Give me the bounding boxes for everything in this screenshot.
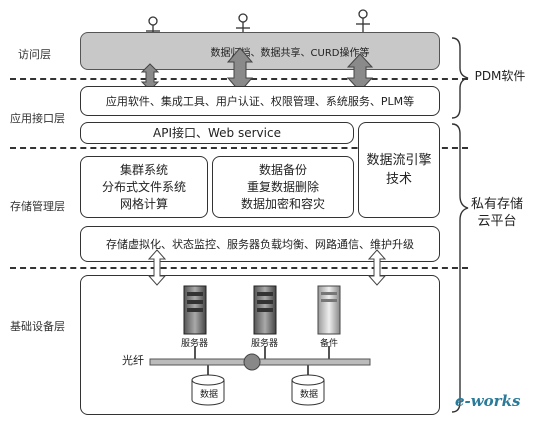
cluster-line: 集群系统: [119, 162, 168, 177]
brace-cloud: [451, 123, 469, 413]
layer-label-storage-mgmt: 存储管理层: [10, 200, 65, 213]
db1-label: 数据: [200, 390, 219, 400]
virtualization-text: 存储虚拟化、状态监控、服务器负载均衡、网路通信、维护升级: [106, 238, 414, 251]
api-box-text: API接口、Web service: [153, 125, 281, 140]
brace-pdm: [451, 37, 469, 119]
server-icon: [183, 285, 207, 335]
backup-server-icon: [317, 285, 341, 335]
server-icon: [253, 285, 277, 335]
database-icon: [291, 374, 325, 406]
cluster-line: 网格计算: [119, 196, 168, 211]
server2-label: 服务器: [251, 339, 279, 349]
app-interface-band: 应用软件、集成工具、用户认证、权限管理、系统服务、PLM等: [80, 86, 440, 116]
engine-box: 数据流引擎技术: [358, 122, 440, 218]
brace-label-pdm: PDM软件: [474, 69, 526, 83]
api-box: API接口、Web service: [80, 122, 354, 144]
backup-label: 备件: [320, 339, 339, 349]
double-arrow-icon: [367, 249, 387, 286]
access-band: 数据归档、数据共享、CURD操作等: [80, 32, 440, 70]
db2-label: 数据: [300, 390, 319, 400]
backup-line: 数据加密和容灾: [240, 196, 325, 211]
layer-label-infrastructure: 基础设备层: [10, 320, 65, 333]
backup-line: 重复数据删除: [246, 179, 319, 194]
separator-3: [10, 267, 468, 269]
separator-2: [10, 147, 468, 149]
layer-label-access: 访问层: [18, 48, 51, 61]
cluster-box: 集群系统 分布式文件系统 网格计算: [80, 156, 208, 218]
brace-label-private-cloud: 私有存储云平台: [470, 197, 523, 229]
backup-box: 数据备份 重复数据删除 数据加密和容灾: [212, 156, 354, 218]
engine-box-text: 数据流引擎技术: [366, 153, 432, 187]
backup-line: 数据备份: [258, 162, 307, 177]
access-band-text: 数据归档、数据共享、CURD操作等: [210, 47, 370, 59]
hub-icon: [243, 353, 261, 371]
layer-label-app-interface: 应用接口层: [10, 112, 65, 125]
database-icon: [191, 374, 225, 406]
virtualization-band: 存储虚拟化、状态监控、服务器负载均衡、网路通信、维护升级: [80, 226, 440, 262]
eworks-logo: e-works: [455, 392, 521, 410]
server1-label: 服务器: [181, 339, 209, 349]
fiber-label: 光纤: [122, 354, 144, 367]
app-interface-text: 应用软件、集成工具、用户认证、权限管理、系统服务、PLM等: [105, 95, 415, 108]
cluster-line: 分布式文件系统: [101, 179, 186, 194]
double-arrow-icon: [147, 249, 167, 286]
